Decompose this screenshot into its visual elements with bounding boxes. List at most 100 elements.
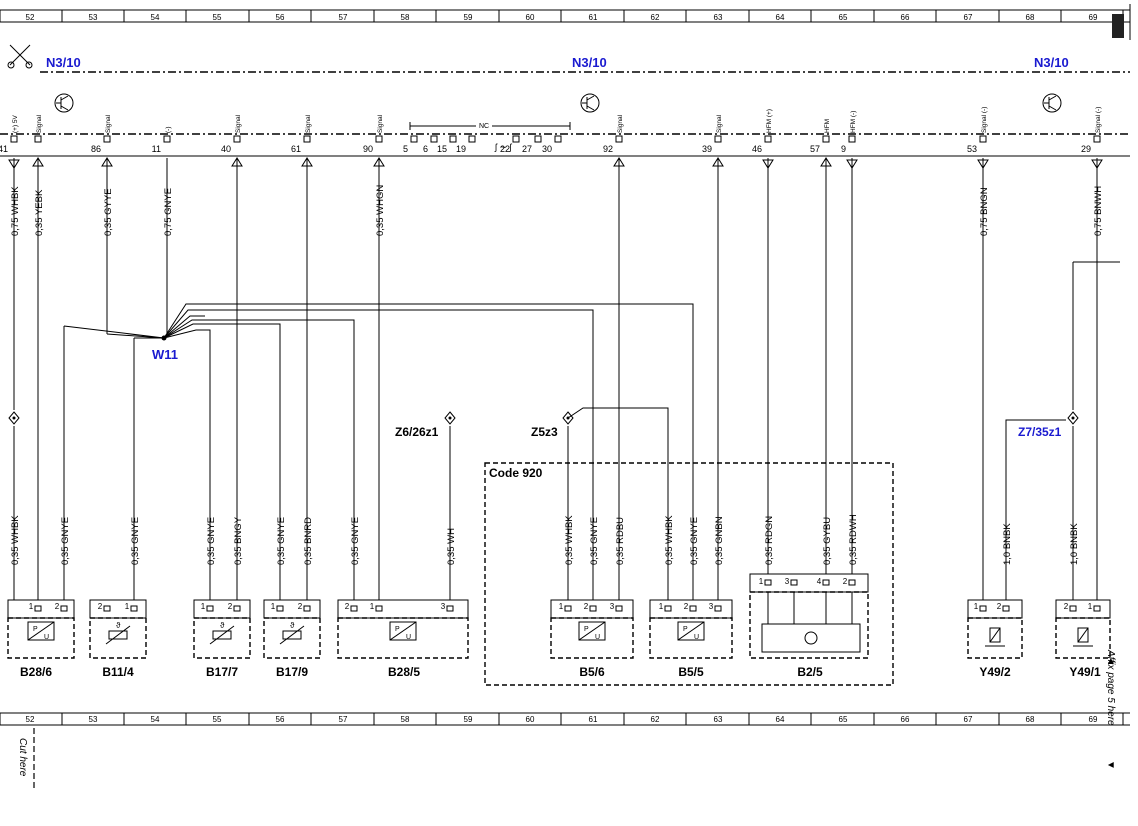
pin-label: HFM (-) <box>850 111 857 133</box>
component-label: Y49/1 <box>1069 665 1101 679</box>
grid-num-63: 63 <box>714 13 723 22</box>
pin-number: 11 <box>152 144 161 154</box>
pin-label: HFM <box>824 119 831 133</box>
wire-label: 0,75 GNYE <box>163 188 174 236</box>
svg-text:3: 3 <box>441 602 446 611</box>
svg-text:P: P <box>33 626 38 633</box>
nc-bracket: NC ʃ ∼ ʃ <box>409 120 571 152</box>
page-marker-icon <box>1112 14 1124 38</box>
pin-number: 41 <box>0 144 8 154</box>
wire-label: 0,35 RDBU <box>615 517 626 565</box>
bottom-grid-num: 66 <box>901 715 910 724</box>
grid-num-64: 64 <box>776 13 785 22</box>
svg-text:1: 1 <box>759 577 764 586</box>
pin-number: 9 <box>841 144 846 154</box>
pin-29: Signal (-)29 <box>1081 107 1103 169</box>
module-label-left: N3/10 <box>46 55 81 70</box>
bottom-grid-num: 60 <box>526 715 535 724</box>
svg-text:P: P <box>584 626 589 633</box>
component-label: B17/9 <box>276 665 308 679</box>
svg-text:ϑ: ϑ <box>116 621 121 630</box>
grid-num-52: 52 <box>26 13 35 22</box>
pin-label: Signal (-) <box>981 107 988 133</box>
bottom-grid-num: 58 <box>401 715 410 724</box>
svg-text:2: 2 <box>228 602 233 611</box>
pin-number: 5 <box>403 144 408 154</box>
pin-number: 27 <box>522 144 532 154</box>
wire-label: 1,0 BNBK <box>1069 523 1080 565</box>
bottom-grid-num: 69 <box>1089 715 1098 724</box>
component-label: Y49/2 <box>979 665 1011 679</box>
module-label-center: N3/10 <box>572 55 607 70</box>
pin-number: 19 <box>456 144 466 154</box>
svg-text:1: 1 <box>125 602 130 611</box>
grid-num-56: 56 <box>276 13 285 22</box>
pin-number: 30 <box>542 144 552 154</box>
bottom-grid-num: 59 <box>464 715 473 724</box>
pin-9: HFM (-) 9 <box>841 111 858 169</box>
svg-text:2: 2 <box>98 602 103 611</box>
wire-label: 0,35 RDWH <box>848 514 859 565</box>
svg-text:2: 2 <box>584 602 589 611</box>
wire-label: 0,35 WHBK <box>10 515 21 565</box>
svg-text:1: 1 <box>370 602 375 611</box>
wire-label: 0,75 BNWH <box>1093 186 1104 236</box>
pin-label: Signal <box>377 114 384 133</box>
splice-label-w11: W11 <box>152 347 178 362</box>
affix-note: Affix page 5 here <box>1105 649 1116 726</box>
component-label: B5/5 <box>678 665 704 679</box>
wire-label: 0,35 GNYE <box>60 517 71 565</box>
bottom-grid-num: 62 <box>651 715 660 724</box>
svg-text:2: 2 <box>684 602 689 611</box>
cut-note: Cut here <box>17 738 28 777</box>
bottom-grid-num: 61 <box>589 715 598 724</box>
pin-number: 46 <box>752 144 762 154</box>
svg-text:2: 2 <box>55 602 60 611</box>
wire-label: 0,35 GNYE <box>130 517 141 565</box>
svg-text:1: 1 <box>659 602 664 611</box>
bottom-grid-num: 64 <box>776 715 785 724</box>
svg-text:1: 1 <box>559 602 564 611</box>
module-label-right: N3/10 <box>1034 55 1069 70</box>
svg-text:2: 2 <box>298 602 303 611</box>
bottom-grid-num: 54 <box>151 715 160 724</box>
pin-46: HFM (+)46 <box>752 109 774 169</box>
wire-label: 0,35 YEBK <box>34 189 45 236</box>
wire-label: 0,35 GNYE <box>206 517 217 565</box>
pin-label: Signal <box>36 114 43 133</box>
pin-5: 5 <box>403 135 418 154</box>
pin-label: (-) <box>165 127 172 134</box>
pin-number: 61 <box>291 144 301 154</box>
bottom-grid-num: 67 <box>964 715 973 724</box>
wire-label: 0,35 WHBK <box>564 515 575 565</box>
svg-text:U: U <box>694 634 699 641</box>
bottom-grid-num: 52 <box>26 715 35 724</box>
component-label: B2/5 <box>797 665 823 679</box>
svg-text:1: 1 <box>974 602 979 611</box>
grid-num-58: 58 <box>401 13 410 22</box>
pin-22: 22 <box>500 135 520 154</box>
bottom-grid-num: 53 <box>89 715 98 724</box>
svg-text:2: 2 <box>843 577 848 586</box>
wire-label: 0,35 GNYE <box>276 517 287 565</box>
wire-label: 0,35 BNGY <box>233 516 244 565</box>
wire-label: 0,35 BNRD <box>303 517 314 565</box>
svg-text:U: U <box>406 634 411 641</box>
wire-label: 0,35 WHBK <box>664 515 675 565</box>
nc-break-symbol: ʃ ∼ ʃ <box>494 142 513 152</box>
component-label: B17/7 <box>206 665 238 679</box>
wire-label: 0,35 GYYE <box>103 188 114 236</box>
component-label: B5/6 <box>579 665 605 679</box>
svg-text:U: U <box>44 634 49 641</box>
svg-text:1: 1 <box>1088 602 1093 611</box>
